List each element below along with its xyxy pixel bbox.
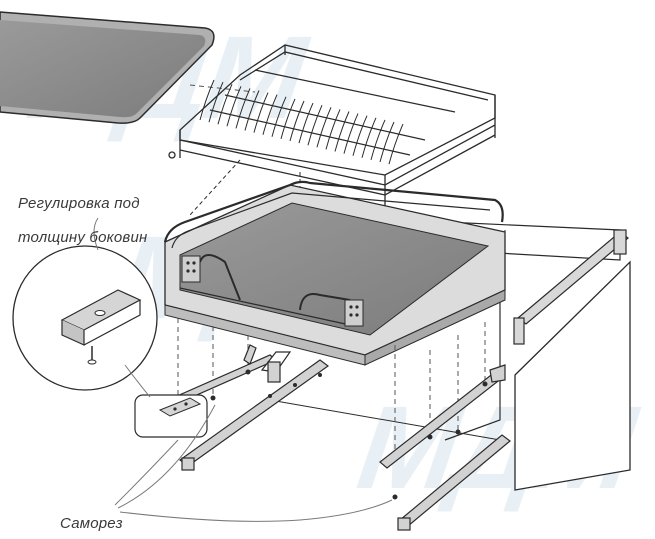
front-handle-rail xyxy=(513,229,629,345)
rack-rib xyxy=(352,115,368,156)
rack-rib xyxy=(307,104,323,146)
right-runner xyxy=(379,364,511,531)
rack-rib xyxy=(289,100,305,142)
guide-line xyxy=(189,84,256,93)
rack-rib xyxy=(316,107,332,148)
drip-tray xyxy=(0,11,215,124)
screw-label: Саморез xyxy=(60,515,123,532)
adjustment-label-line1: Регулировка под xyxy=(18,195,140,212)
rack-rib xyxy=(298,102,314,144)
rack-rib xyxy=(388,123,404,165)
drawer-front-panel xyxy=(514,260,631,491)
rack-rib xyxy=(244,90,260,131)
rack-rib xyxy=(253,92,269,133)
rack-rib xyxy=(325,109,341,150)
rack-rib xyxy=(361,117,377,158)
rack-rib xyxy=(208,81,224,123)
rack-rib xyxy=(235,88,251,129)
rack-rib xyxy=(370,119,386,161)
rack-rib xyxy=(334,111,350,152)
rack-rib xyxy=(262,94,278,135)
rack-rib xyxy=(379,121,395,163)
detail-box xyxy=(124,364,208,438)
rack-rib xyxy=(199,79,215,121)
rack-rib xyxy=(226,86,242,127)
basket-tray xyxy=(163,180,506,366)
rack-rib xyxy=(271,96,287,137)
screw-callout-lines xyxy=(114,404,393,522)
rack-rib xyxy=(280,98,296,140)
adjustment-callout xyxy=(12,217,158,391)
dish-rack xyxy=(168,44,496,218)
left-runner xyxy=(166,344,330,471)
rack-rib xyxy=(217,83,233,125)
rack-rib xyxy=(343,113,359,154)
adjustment-label-line2: толщину боковин xyxy=(18,229,148,246)
